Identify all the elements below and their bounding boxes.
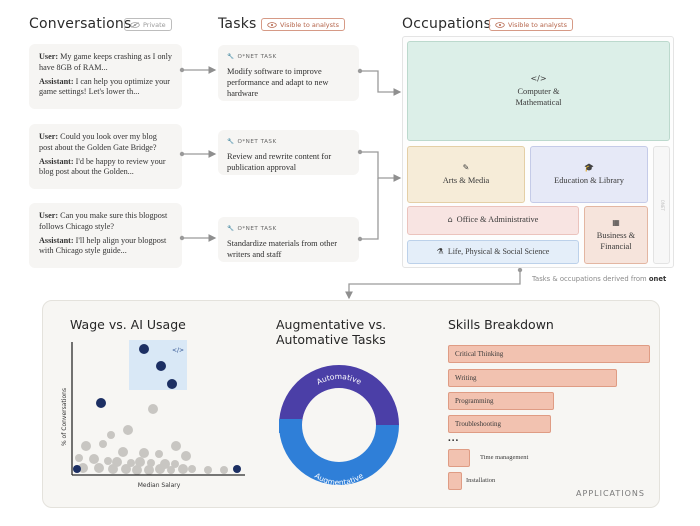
scatter-code-point <box>73 465 81 473</box>
private-badge: Private <box>124 18 172 31</box>
skill-bar-installation <box>448 472 462 490</box>
ledger-icon: ▦ <box>612 217 620 227</box>
building-icon: ⌂ <box>447 215 453 225</box>
skills-bar-chart: Critical Thinking Writing Programming Tr… <box>448 345 653 495</box>
scatter-navy-points <box>139 344 177 389</box>
occupation-life-physical-social-science[interactable]: ⚗ Life, Physical & Social Science <box>407 240 579 264</box>
task-card: 🔧O*NET TASK Standardize materials from o… <box>218 217 359 262</box>
skill-label-installation: Installation <box>466 477 496 484</box>
wrench-icon: 🔧 <box>227 139 235 145</box>
skill-bar-time-management <box>448 449 470 467</box>
wage-chart-title: Wage vs. AI Usage <box>70 317 186 332</box>
occupation-label: Office & Administrative <box>456 215 539 225</box>
wrench-icon: 🔧 <box>227 226 235 232</box>
applications-label: APPLICATIONS <box>576 489 645 498</box>
occupation-label: Business & Financial <box>596 231 636 251</box>
augmentative-segment-extension <box>279 419 302 433</box>
occupation-label: Arts & Media <box>442 176 490 185</box>
assistant-label: Assistant: <box>39 156 74 166</box>
occupation-office-administrative[interactable]: ⌂ Office & Administrative <box>407 206 579 235</box>
side-tab-label: ONET <box>659 199 665 211</box>
skill-bar-writing: Writing <box>448 369 617 387</box>
augmentation-donut-chart: Automative Augmentative <box>279 365 399 487</box>
occupations-visibility-badge: Visible to analysts <box>489 18 573 31</box>
arrow-task-occ-3 <box>360 178 379 240</box>
augmentation-title-line1: Augmentative vs. <box>276 317 387 332</box>
user-message: My game keeps crashing as I only have 8G… <box>39 52 173 72</box>
skill-label-time-management: Time management <box>480 454 529 461</box>
conversations-heading: Conversations <box>29 16 132 32</box>
scatter-code-point <box>233 465 241 473</box>
task-tag: O*NET TASK <box>237 54 277 60</box>
assistant-message: I'll help align your blogpost with Chica… <box>39 235 167 256</box>
occupation-label: Education & Library <box>554 176 624 185</box>
skill-bar-programming: Programming <box>448 392 554 410</box>
occupations-treemap: </> Computer & Mathematical ✎ Arts & Med… <box>402 36 674 268</box>
occupation-label: Life, Physical & Social Science <box>447 246 550 256</box>
task-text: Standardize materials from other writers… <box>227 239 337 259</box>
skill-bar-troubleshooting: Troubleshooting <box>448 415 551 433</box>
scatter-gray-points <box>75 404 228 475</box>
tasks-visibility-badge: Visible to analysts <box>261 18 345 31</box>
occupations-visibility-label: Visible to analysts <box>508 20 567 29</box>
eye-icon <box>495 21 505 28</box>
skills-ellipsis: ... <box>448 432 460 444</box>
task-card: 🔧O*NET TASK Review and rewrite content f… <box>218 130 359 175</box>
arrow-occ-panel <box>345 270 521 300</box>
assistant-message: I'd be happy to review your blog post ab… <box>39 156 166 177</box>
wage-y-axis-label: % of Conversations <box>61 388 68 446</box>
task-card: 🔧O*NET TASK Modify software to improve p… <box>218 45 359 101</box>
skill-bar-critical-thinking: Critical Thinking <box>448 345 650 363</box>
conversation-card: User: My game keeps crashing as I only h… <box>29 44 182 109</box>
automative-segment <box>279 365 399 425</box>
code-icon: </> <box>530 73 547 83</box>
user-message: Can you make sure this blogpost follows … <box>39 211 168 231</box>
flask-icon: ⚗ <box>436 246 444 256</box>
user-label: User: <box>39 211 59 220</box>
user-label: User: <box>39 132 59 141</box>
user-message: Could you look over my blog post about t… <box>39 132 157 152</box>
assistant-label: Assistant: <box>39 76 74 86</box>
pen-icon: ✎ <box>462 162 470 172</box>
conversation-card: User: Can you make sure this blogpost fo… <box>29 203 182 268</box>
skills-chart-title: Skills Breakdown <box>448 317 554 332</box>
tasks-visibility-label: Visible to analysts <box>280 20 339 29</box>
eye-icon <box>267 21 277 28</box>
augmentation-title-line2: Automative Tasks <box>276 332 386 347</box>
private-badge-label: Private <box>143 20 166 29</box>
arrow-task-occ-1 <box>360 70 402 96</box>
onet-attribution: Tasks & occupations derived from onet <box>532 275 666 283</box>
augmentation-chart-title: Augmentative vs. Automative Tasks <box>276 317 386 347</box>
occupation-arts-media[interactable]: ✎ Arts & Media <box>407 146 525 203</box>
graduation-cap-icon: 🎓 <box>584 162 594 172</box>
scatter-code-point <box>96 398 106 408</box>
occupation-computer-mathematical[interactable]: </> Computer & Mathematical <box>407 41 670 141</box>
wrench-icon: 🔧 <box>227 54 235 60</box>
occupations-heading: Occupations <box>402 16 492 32</box>
occupation-business-financial[interactable]: ▦ Business & Financial <box>584 206 648 264</box>
arrow-task-occ-2 <box>360 151 402 182</box>
wage-x-axis-label: Median Salary <box>138 482 181 489</box>
task-text: Review and rewrite content for publicati… <box>227 152 332 172</box>
occupation-label: Computer & Mathematical <box>515 87 562 107</box>
attribution-text: Tasks & occupations derived from <box>532 275 647 283</box>
onet-logo: onet <box>648 275 667 283</box>
applications-panel: Wage vs. AI Usage </> % of Conversations… <box>42 300 660 508</box>
tasks-heading: Tasks <box>218 16 257 32</box>
conversation-card: User: Could you look over my blog post a… <box>29 124 182 189</box>
user-label: User: <box>39 52 59 61</box>
assistant-message: I can help you optimize your game settin… <box>39 76 170 97</box>
eye-off-icon <box>130 21 140 28</box>
task-tag: O*NET TASK <box>237 139 277 145</box>
occupation-education-library[interactable]: 🎓 Education & Library <box>530 146 648 203</box>
task-tag: O*NET TASK <box>237 226 277 232</box>
assistant-label: Assistant: <box>39 235 74 245</box>
augmentative-segment <box>279 425 399 485</box>
wage-scatter-plot: </> % of Conversations Median Salary <box>61 340 245 489</box>
code-icon: </> <box>172 347 184 354</box>
occupation-other-tab[interactable]: ONET <box>653 146 670 264</box>
task-text: Modify software to improve performance a… <box>227 67 329 98</box>
